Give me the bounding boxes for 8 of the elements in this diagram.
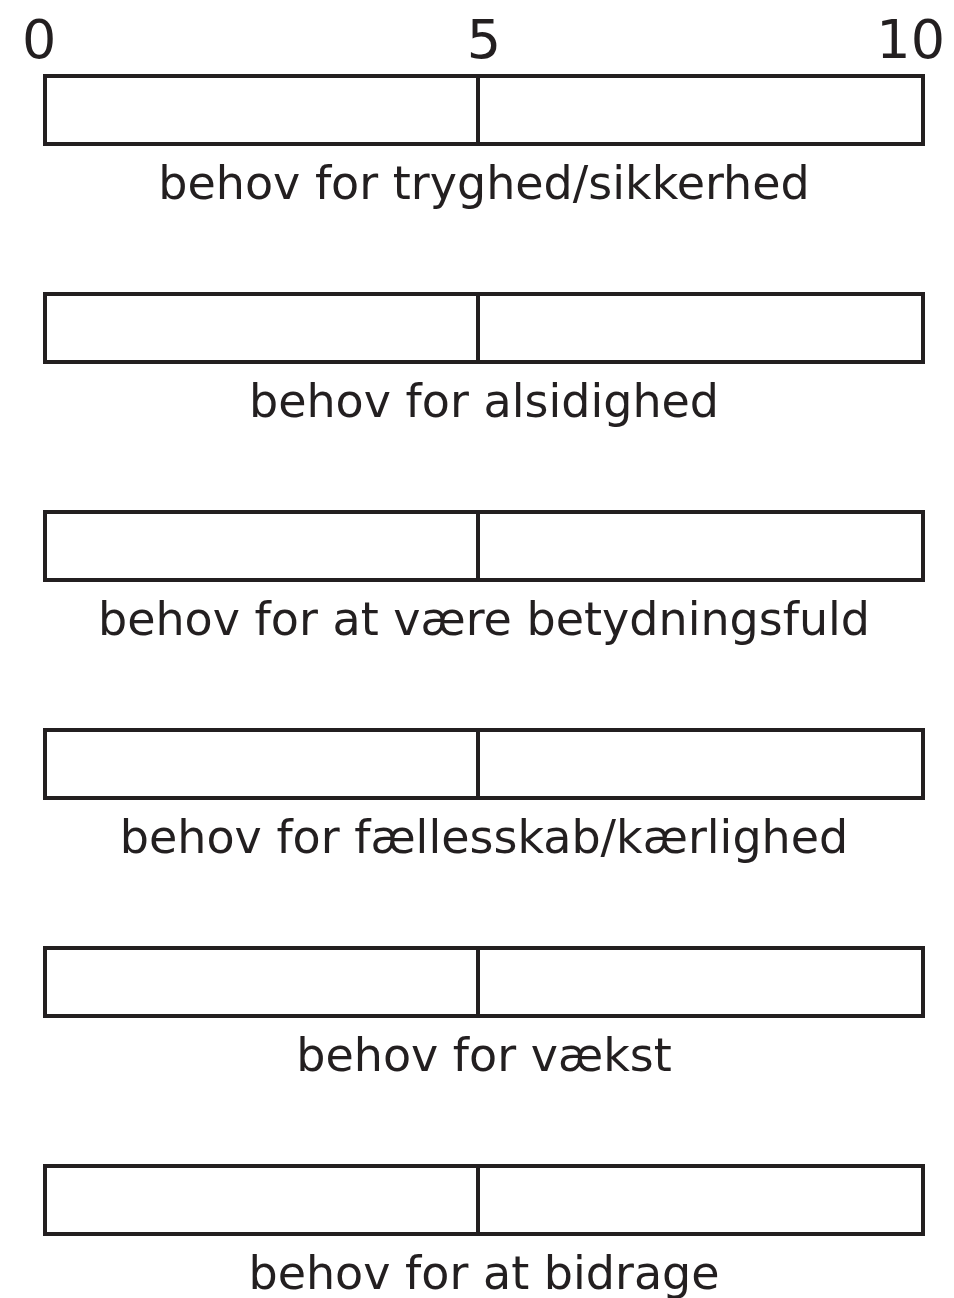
scale-label: behov for vækst — [296, 1027, 672, 1084]
scale-tick-label: 0 — [22, 8, 57, 72]
scale-tick-label: 10 — [876, 8, 945, 72]
scale-label: behov for fællesskab/kærlighed — [119, 809, 849, 866]
scale-label: behov for alsidighed — [248, 373, 720, 430]
scale-tick-label: 5 — [466, 8, 502, 72]
scale-label: behov for at være betydningsfuld — [97, 591, 871, 648]
scale-label: behov for tryghed/sikkerhed — [158, 155, 810, 212]
